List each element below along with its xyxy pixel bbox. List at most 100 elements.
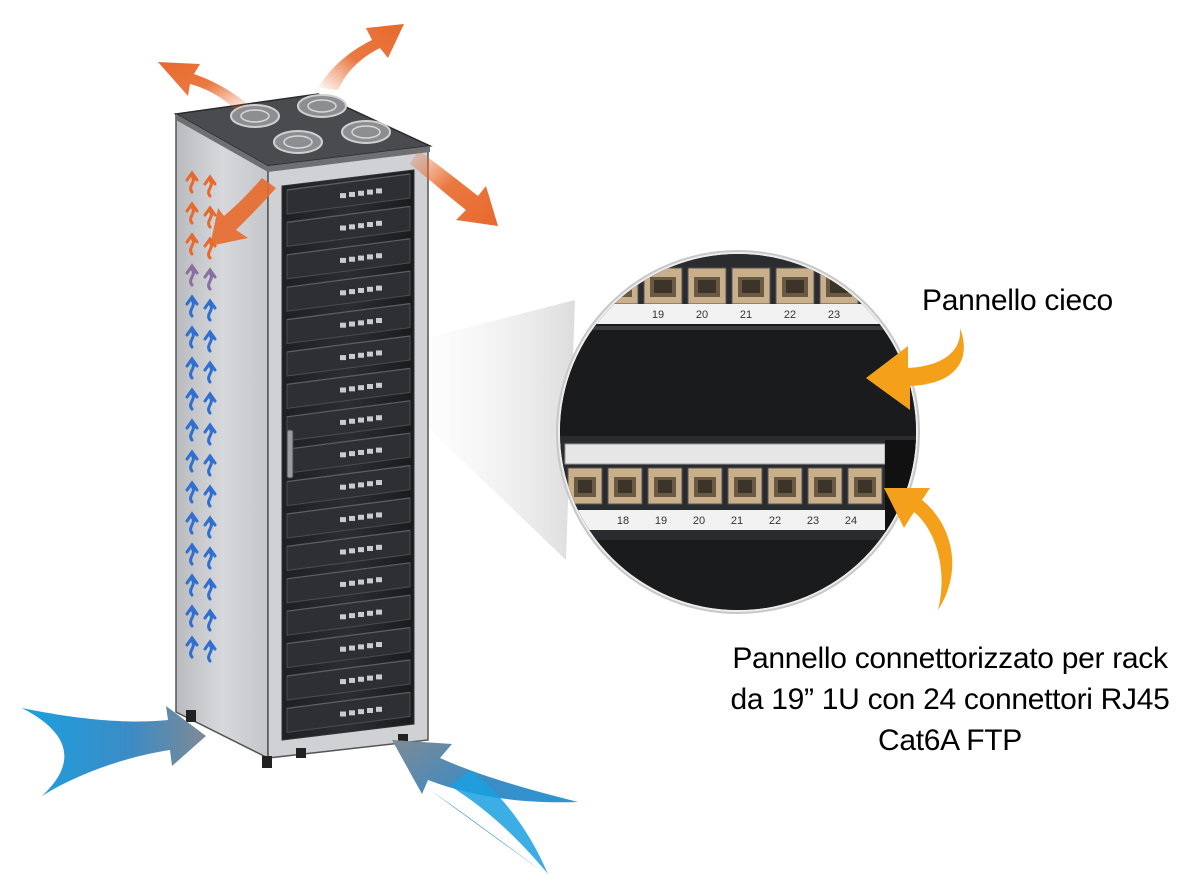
drive-bay-indicator: [349, 224, 355, 230]
drive-bay-indicator: [340, 452, 346, 458]
small-airflow-arrow-icon: [203, 422, 217, 446]
small-airflow-arrow-icon: [203, 453, 217, 477]
small-airflow-arrow-icon: [185, 356, 199, 380]
drive-bay-indicator: [340, 257, 346, 263]
drive-bay-indicator: [349, 515, 355, 521]
drive-bay-indicator: [367, 286, 373, 292]
server-rack: [173, 93, 433, 768]
small-airflow-arrow-icon: [203, 608, 217, 632]
rack-units: [286, 173, 411, 733]
rj45-port-icon: [807, 467, 843, 505]
drive-bay-indicator: [349, 580, 355, 586]
rj45-port-icon: [687, 267, 727, 305]
drive-bay-indicator: [340, 322, 346, 328]
drive-bay-indicator: [358, 223, 364, 229]
drive-bay-indicator: [367, 416, 373, 422]
server-unit: [286, 691, 411, 733]
drive-bay-indicator: [340, 355, 346, 361]
blind-panel: [560, 324, 916, 436]
server-unit: [286, 627, 411, 669]
drive-bay-indicator: [349, 353, 355, 359]
drive-bay-indicator: [367, 578, 373, 584]
drive-bay-indicator: [376, 285, 382, 291]
drive-bay-indicator: [358, 385, 364, 391]
server-unit: [286, 659, 411, 701]
drive-bay-indicator: [358, 190, 364, 196]
server-unit: [286, 173, 411, 215]
drive-bay-indicator: [376, 609, 382, 615]
server-unit: [286, 497, 411, 539]
drive-bay-indicator: [367, 481, 373, 487]
rj45-port-icon: [647, 467, 683, 505]
small-airflow-arrow-icon: [203, 577, 217, 601]
drive-bay-indicator: [376, 220, 382, 226]
server-unit: [286, 400, 411, 442]
lower-label-strip: [565, 510, 885, 530]
port-number-label: 22: [769, 515, 781, 527]
server-unit: [286, 270, 411, 312]
server-unit: [286, 562, 411, 604]
fan-grille-icon: [230, 104, 280, 128]
small-airflow-arrow-icon: [203, 298, 217, 322]
server-unit: [286, 238, 411, 280]
drive-bay-indicator: [349, 710, 355, 716]
small-airflow-arrow-icon: [185, 573, 199, 597]
orange-curved-callout-arrow-icon: [866, 328, 964, 410]
drive-bay-indicator: [340, 646, 346, 652]
drive-bay-indicator: [349, 613, 355, 619]
small-airflow-arrow-icon: [185, 170, 199, 194]
small-airflow-arrow-icon: [203, 515, 217, 539]
rack-foot: [186, 710, 196, 722]
rj45-port-icon: [687, 467, 723, 505]
small-airflow-arrow-icon: [185, 325, 199, 349]
drive-bay-indicator: [376, 350, 382, 356]
small-airflow-arrow-icon: [203, 329, 217, 353]
drive-bay-indicator: [367, 643, 373, 649]
small-airflow-arrow-icon: [185, 511, 199, 535]
blind-panel-caption: Pannello cieco: [922, 280, 1113, 321]
small-airflow-arrow-icon: [203, 267, 217, 291]
drive-bay-indicator: [358, 320, 364, 326]
port-number-label: 19: [652, 309, 664, 321]
drive-bay-indicator: [358, 449, 364, 455]
port-number-label: 21: [740, 309, 752, 321]
drive-bay-indicator: [358, 644, 364, 650]
small-airflow-arrow-icon: [203, 391, 217, 415]
drive-bay-indicator: [376, 253, 382, 259]
small-airflow-arrow-icon: [185, 542, 199, 566]
drive-bay-indicator: [376, 674, 382, 680]
drive-bay-indicator: [376, 382, 382, 388]
drive-bay-indicator: [349, 677, 355, 683]
drive-bay-indicator: [376, 480, 382, 486]
drive-bay-indicator: [340, 549, 346, 555]
patch-panel-caption: Pannello connettorizzato per rack da 19”…: [700, 638, 1200, 761]
drive-bay-indicator: [358, 514, 364, 520]
blue-airflow-arrow-icon: [392, 740, 578, 870]
drive-bay-indicator: [367, 545, 373, 551]
drive-bay-indicator: [349, 386, 355, 392]
orange-airflow-arrow-icon: [410, 150, 498, 226]
drive-bay-indicator: [367, 513, 373, 519]
drive-bay-indicator: [358, 417, 364, 423]
small-airflow-arrow-icon: [185, 201, 199, 225]
fan-grille-icon: [297, 94, 347, 118]
small-airflow-arrow-icon: [203, 484, 217, 508]
drive-bay-indicator: [349, 548, 355, 554]
upper-label-strip: [564, 443, 886, 465]
port-number-label: 20: [693, 515, 705, 527]
fan-grille-icon: [341, 120, 391, 144]
drive-bay-indicator: [349, 289, 355, 295]
small-airflow-arrow-icon: [185, 449, 199, 473]
drive-bay-indicator: [367, 221, 373, 227]
drive-bay-indicator: [349, 418, 355, 424]
drive-bay-indicator: [340, 711, 346, 717]
rack-foot: [398, 734, 408, 744]
server-unit: [286, 529, 411, 571]
small-airflow-arrow-icon: [185, 294, 199, 318]
rack-foot: [262, 756, 272, 768]
drive-bay-indicator: [367, 448, 373, 454]
patch-panel-caption-line: Pannello connettorizzato per rack: [732, 642, 1168, 675]
